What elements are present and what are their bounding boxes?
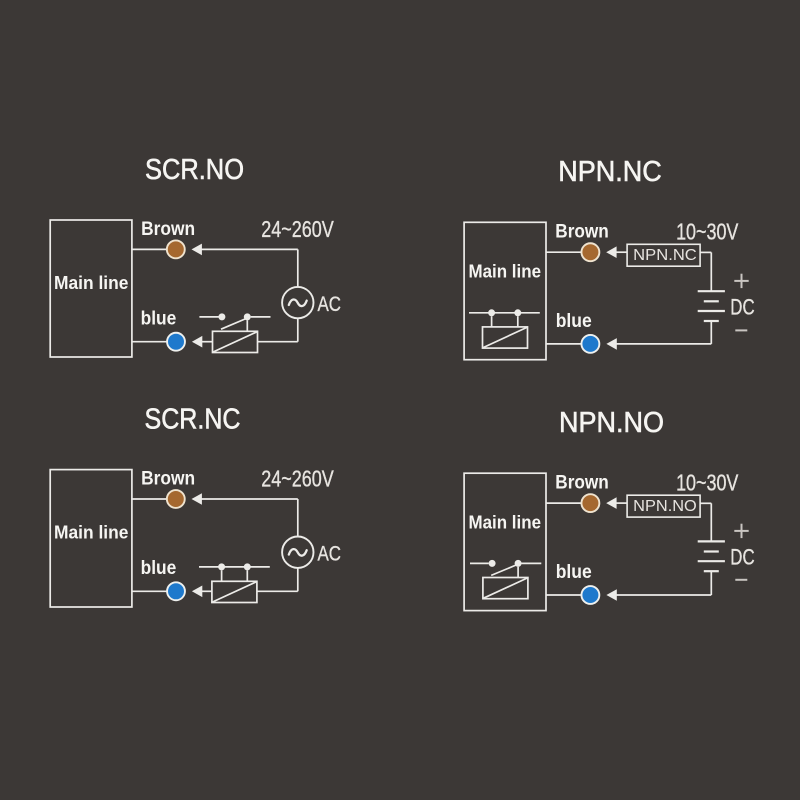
svg-text:DC: DC [730, 545, 754, 570]
svg-text:Main line: Main line [54, 273, 128, 293]
svg-text:blue: blue [141, 307, 177, 329]
svg-text:24~260V: 24~260V [261, 216, 334, 242]
svg-text:SCR.NO: SCR.NO [145, 154, 244, 186]
svg-text:AC: AC [318, 541, 342, 565]
svg-text:Brown: Brown [141, 218, 195, 240]
svg-text:AC: AC [318, 292, 342, 316]
svg-text:Brown: Brown [141, 467, 195, 489]
svg-text:10~30V: 10~30V [676, 219, 739, 245]
svg-text:Main line: Main line [469, 262, 542, 282]
svg-text:Main line: Main line [469, 512, 542, 532]
svg-text:NPN.NO: NPN.NO [559, 407, 664, 439]
svg-text:blue: blue [556, 310, 592, 332]
svg-text:blue: blue [556, 561, 592, 583]
svg-text:Brown: Brown [555, 471, 609, 493]
svg-text:NPN.NO: NPN.NO [633, 498, 697, 515]
svg-text:Brown: Brown [555, 220, 609, 242]
svg-text:10~30V: 10~30V [676, 470, 739, 496]
svg-text:blue: blue [141, 557, 177, 579]
svg-text:NPN.NC: NPN.NC [558, 156, 662, 188]
svg-text:Main line: Main line [54, 522, 128, 542]
svg-text:24~260V: 24~260V [261, 465, 334, 491]
svg-text:NPN.NC: NPN.NC [633, 247, 697, 264]
svg-text:SCR.NC: SCR.NC [145, 404, 241, 436]
svg-text:DC: DC [730, 294, 754, 319]
